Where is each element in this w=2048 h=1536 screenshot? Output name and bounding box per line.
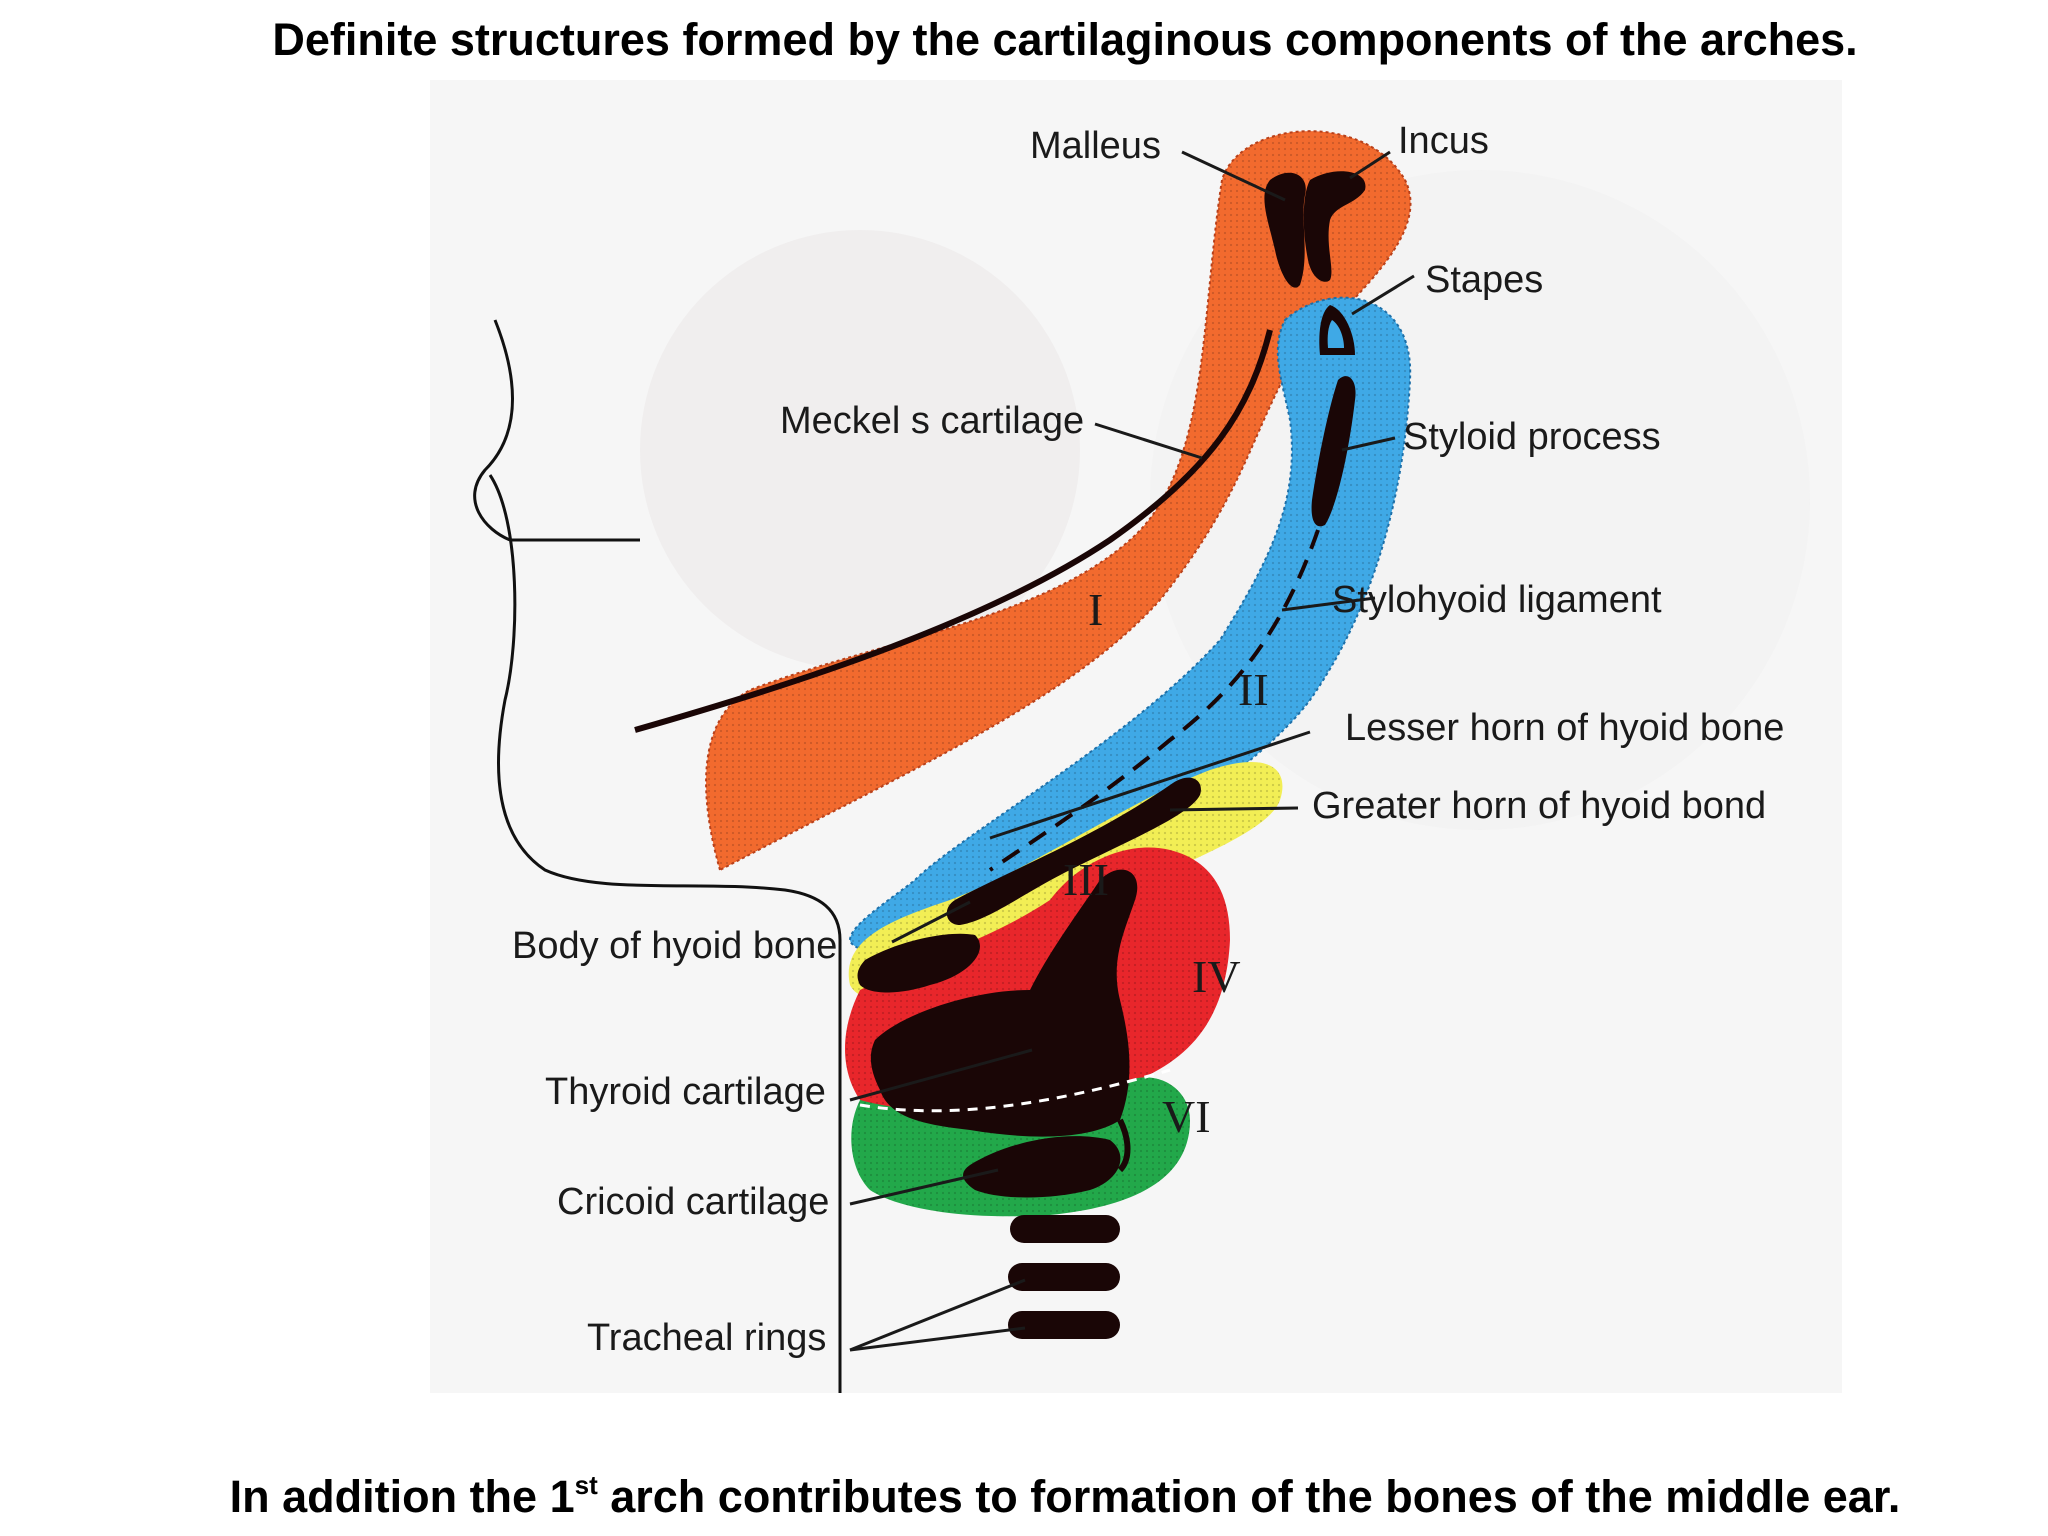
arch-numeral-iv: IV: [1192, 951, 1241, 1002]
diagram-svg: I II III IV VI Malleus: [473, 120, 1810, 1393]
body-of-hyoid-bone: [857, 933, 980, 993]
tracheal-ring: [1008, 1311, 1120, 1339]
arch-numeral-iii: III: [1063, 854, 1109, 905]
label-stylohyoid-ligament: Stylohyoid ligament: [1332, 579, 1662, 621]
label-body-of-hyoid-bone: Body of hyoid bone: [512, 925, 837, 967]
face-profile-outline: [473, 319, 842, 1393]
thyroid-dashed-boundary: [859, 1068, 1171, 1113]
leader-lines: [849, 150, 1415, 1352]
label-stapes: Stapes: [1425, 259, 1543, 301]
label-greater-horn-of-hyoid-bond: Greater horn of hyoid bond: [1312, 785, 1766, 827]
cricoid-cartilage-bone: [963, 1136, 1121, 1198]
faded-background-shape: [640, 230, 1080, 670]
label-incus: Incus: [1398, 120, 1489, 162]
meckels-cartilage-line: [634, 329, 1273, 733]
tracheal-ring: [1010, 1215, 1120, 1243]
slide-caption: In addition the 1st arch contributes to …: [0, 1470, 2048, 1523]
label-meckels-cartilage: Meckel s cartilage: [780, 400, 1084, 442]
label-malleus: Malleus: [1030, 125, 1161, 167]
malleus-bone: [1264, 172, 1306, 288]
stylohyoid-ligament-line: [988, 529, 1320, 872]
incus-bone: [1303, 171, 1366, 282]
lesser-horn-of-hyoid-bone: [955, 896, 983, 923]
slide-title: Definite structures formed by the cartil…: [272, 14, 1858, 65]
caption-text-end: arch contributes to formation of the bon…: [597, 1471, 1901, 1522]
styloid-process-bone: [1311, 376, 1356, 527]
label-styloid-process: Styloid process: [1403, 416, 1661, 458]
caption-superscript: st: [574, 1470, 598, 1500]
label-cricoid-cartilage: Cricoid cartilage: [557, 1181, 829, 1223]
arch-numeral-vi: VI: [1162, 1091, 1211, 1142]
greater-horn-of-hyoid-bone: [946, 777, 1201, 925]
tracheal-ring: [1008, 1263, 1120, 1291]
label-tracheal-rings: Tracheal rings: [587, 1317, 826, 1359]
thyroid-cartilage-bone: [870, 869, 1138, 1137]
label-lesser-horn-of-hyoid-bone: Lesser horn of hyoid bone: [1345, 707, 1784, 749]
pharyngeal-arch-diagram: I II III IV VI Malleus: [430, 80, 1842, 1393]
label-thyroid-cartilage: Thyroid cartilage: [545, 1071, 826, 1113]
arch-numeral-i: I: [1088, 584, 1103, 635]
arch-numeral-ii: II: [1238, 664, 1269, 715]
caption-text-start: In addition the 1: [229, 1471, 575, 1522]
